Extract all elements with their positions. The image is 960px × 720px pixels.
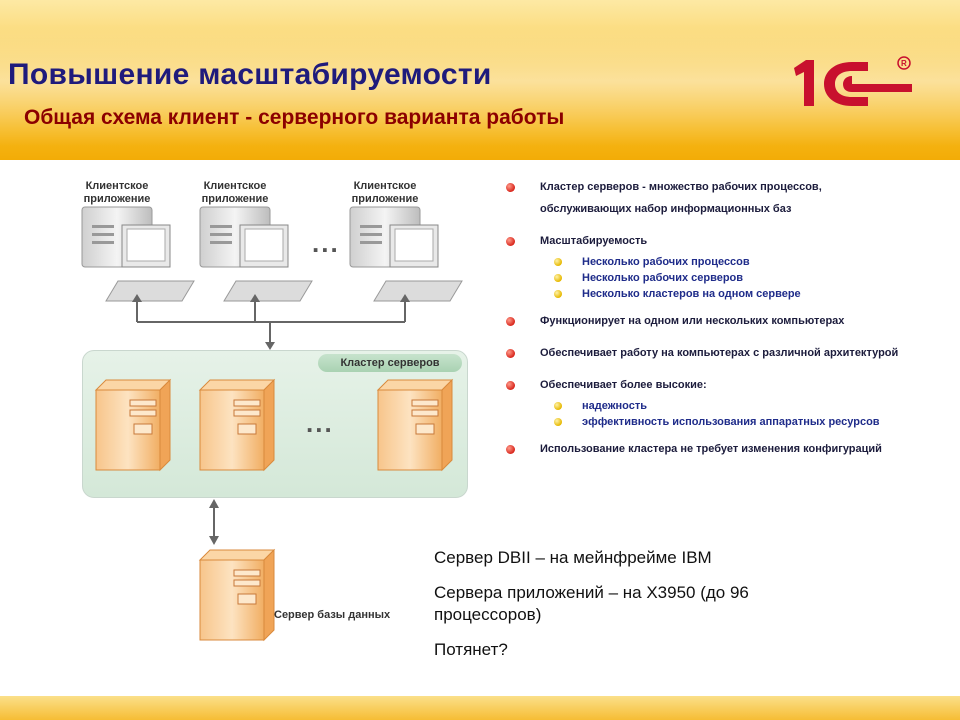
db-connector-arrow xyxy=(209,499,219,545)
bullet-item: Масштабируемость xyxy=(506,230,916,252)
note-line: Сервера приложений – на X3950 (до 96 про… xyxy=(434,583,749,624)
cluster-server-1 xyxy=(94,378,172,472)
sub-bullet-item: Несколько кластеров на одном сервере xyxy=(506,286,916,302)
1c-logo: R xyxy=(794,56,912,106)
client-computer-2 xyxy=(199,206,313,302)
client-computer-1 xyxy=(81,206,195,302)
client-label-3: Клиентское приложение xyxy=(351,180,419,205)
sub-bullet-item: Несколько рабочих процессов xyxy=(506,254,916,270)
slide-header: Повышение масштабируемости Общая схема к… xyxy=(0,0,960,160)
notes-block: Сервер DBII – на мейнфрейме IBM Сервера … xyxy=(434,547,854,674)
client-computer-3 xyxy=(349,206,463,302)
client-label-1: Клиентское приложение xyxy=(83,180,151,205)
bullet-item: Обеспечивает более высокие: xyxy=(506,374,916,396)
cluster-server-3 xyxy=(376,378,454,472)
cluster-ellipsis: ... xyxy=(306,408,334,438)
header-highlight xyxy=(0,28,960,146)
bullet-item: Обеспечивает работу на компьютерах с раз… xyxy=(506,342,916,364)
note-line: Сервер DBII – на мейнфрейме IBM xyxy=(434,548,712,567)
sub-bullet-item: Несколько рабочих серверов xyxy=(506,270,916,286)
db-server-label: Сервер базы данных xyxy=(274,609,391,621)
note-line: Потянет? xyxy=(434,640,508,659)
bullet-item: Использование кластера не требует измене… xyxy=(506,438,916,460)
sub-bullet-item: надежность xyxy=(506,398,916,414)
bullet-item: Функционирует на одном или нескольких ко… xyxy=(506,310,916,332)
sub-bullet-item: эффективность использования аппаратных р… xyxy=(506,414,916,430)
footer-strip xyxy=(0,696,960,720)
svg-text:R: R xyxy=(901,59,907,68)
slide-title: Повышение масштабируемости xyxy=(8,58,492,91)
cluster-label: Кластер серверов xyxy=(318,354,462,372)
cluster-server-2 xyxy=(198,378,276,472)
client-label-2: Клиентское приложение xyxy=(201,180,269,205)
clients-ellipsis: ... xyxy=(312,228,340,258)
db-server xyxy=(198,548,276,642)
client-connector-lines xyxy=(132,294,410,350)
bullet-item: Кластер серверов - множество рабочих про… xyxy=(506,176,916,220)
feature-bullet-list: Кластер серверов - множество рабочих про… xyxy=(506,176,916,462)
slide-subtitle: Общая схема клиент - серверного варианта… xyxy=(24,106,565,129)
